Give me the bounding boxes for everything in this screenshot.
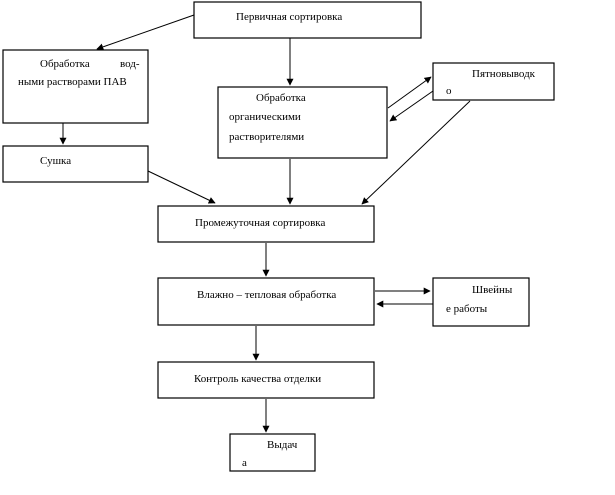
node-label: Выдач: [267, 439, 298, 451]
node-quality-control: Контроль качества отделки: [157, 361, 375, 399]
node-label: Обработка: [40, 58, 90, 70]
node-label: о: [446, 85, 452, 97]
node-label: Обработка: [256, 92, 306, 104]
node-label: Швейны: [472, 284, 513, 296]
node-label: Первичная сортировка: [236, 11, 342, 23]
node-label: е работы: [446, 303, 488, 315]
node-drying: Сушка: [2, 145, 149, 183]
node-label: а: [242, 457, 247, 469]
edges: [59, 14, 471, 433]
node-label: растворителями: [229, 131, 304, 143]
edge-primary-to-aqueous: [96, 14, 195, 51]
node-organic-treatment: Обработка органическими растворителями: [217, 86, 388, 159]
node-label: Контроль качества отделки: [194, 373, 321, 385]
node-label: Влажно – тепловая обработка: [197, 289, 336, 301]
edge-spot-to-organic: [389, 90, 434, 122]
node-issue: Выдач а: [229, 433, 316, 472]
node-spot-removal: Пятновыводк о: [432, 62, 555, 101]
edge-spot-to-intermediate: [361, 100, 471, 205]
edge-organic-to-spot: [387, 76, 432, 109]
node-primary-sort: Первичная сортировка: [193, 1, 422, 39]
node-label: Промежуточная сортировка: [195, 217, 325, 229]
node-aqueous-treatment: Обработка вод- ными растворами ПАВ: [2, 49, 149, 124]
node-wet-heat: Влажно – тепловая обработка: [157, 277, 375, 326]
node-label: ными растворами ПАВ: [18, 76, 127, 88]
node-label: Сушка: [40, 155, 71, 167]
edge-drying-to-intermediate: [147, 170, 216, 204]
node-label: Пятновыводк: [472, 68, 536, 80]
node-label: вод-: [120, 58, 140, 70]
node-label: органическими: [229, 111, 301, 123]
node-sewing: Швейны е работы: [432, 277, 530, 327]
node-intermediate-sort: Промежуточная сортировка: [157, 205, 375, 243]
